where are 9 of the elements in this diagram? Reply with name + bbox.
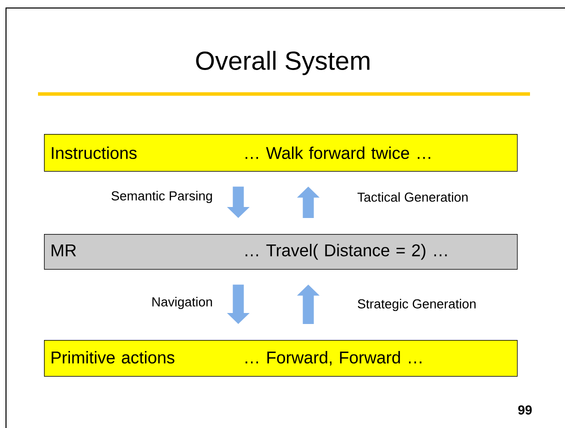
edge-label: Strategic Generation (358, 298, 476, 312)
edge-label: Semantic Parsing (112, 190, 212, 204)
title: Overall System (196, 50, 370, 76)
text-box: Instructions … Walk forward twice … (44, 134, 518, 172)
text-box: Primitive actions … Forward, Forward … (44, 340, 518, 377)
page-number: 99 (518, 405, 532, 415)
text-box: MR … Travel( Distance = 2) … (44, 234, 518, 270)
edge-label: Navigation (152, 296, 212, 310)
edge-label: Tactical Generation (358, 192, 468, 202)
